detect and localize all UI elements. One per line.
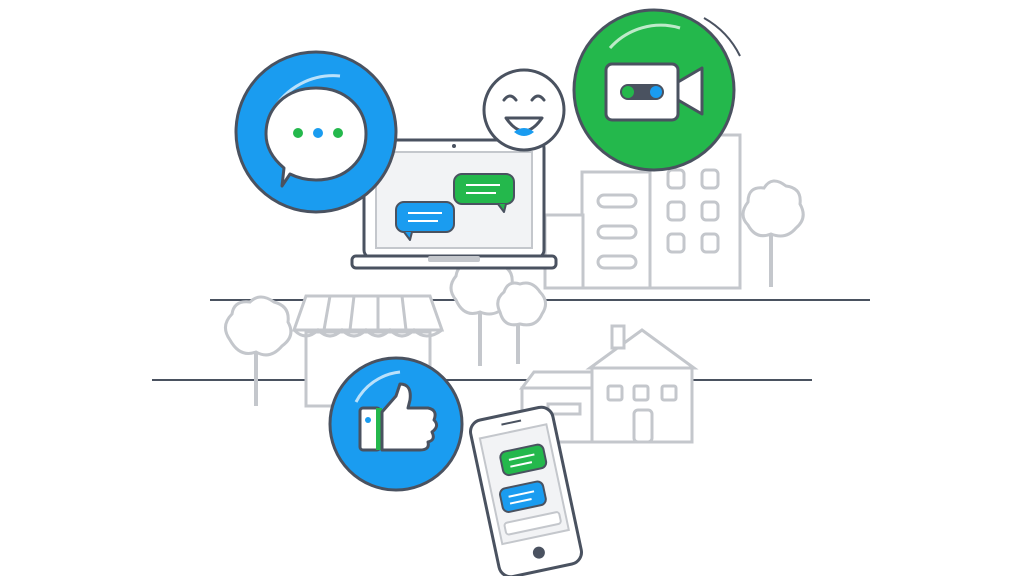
tree-left bbox=[224, 295, 293, 406]
office-building bbox=[543, 133, 742, 290]
chat-bubble-icon bbox=[234, 50, 398, 214]
laptop-message-green bbox=[453, 173, 515, 213]
phone-message-blue bbox=[499, 480, 547, 513]
tree-right bbox=[741, 179, 805, 287]
laptop-icon bbox=[350, 138, 558, 270]
smartphone-icon bbox=[469, 405, 583, 576]
thumbs-up-icon bbox=[328, 356, 464, 492]
phone-message-green bbox=[499, 443, 548, 477]
video-camera-icon bbox=[572, 8, 741, 172]
laptop-message-blue bbox=[395, 201, 455, 241]
smiley-face-icon bbox=[482, 68, 566, 152]
tree-center bbox=[449, 257, 547, 366]
